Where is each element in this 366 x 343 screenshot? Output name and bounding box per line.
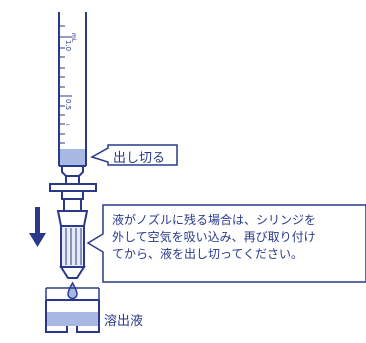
collection-vial	[45, 287, 100, 333]
down-arrow-icon	[29, 207, 46, 247]
cartridge	[56, 198, 89, 279]
dispense-callout-box	[90, 144, 178, 166]
scale-mid-label: 0.5	[64, 99, 72, 110]
scale-top-label: 1.0	[64, 40, 72, 51]
syringe-liquid	[60, 149, 85, 166]
vial-liquid	[47, 312, 98, 326]
dispense-fully-label: 出し切る	[113, 151, 166, 166]
drop	[67, 281, 78, 300]
residual-note-text: 液がノズルに残る場合は、シリンジを 外して空気を吸い込み、再び取り付け てから、…	[112, 213, 317, 261]
syringe-tip	[49, 165, 97, 200]
syringe-graduations	[59, 25, 72, 144]
eluate-label: 溶出液	[104, 314, 144, 329]
note-callout-box	[86, 204, 366, 283]
syringe-barrel: 1.0 mL 0.5 ı	[58, 12, 87, 167]
scale-unit-label: mL	[70, 33, 77, 43]
scale-small-mark: ı	[64, 124, 71, 126]
